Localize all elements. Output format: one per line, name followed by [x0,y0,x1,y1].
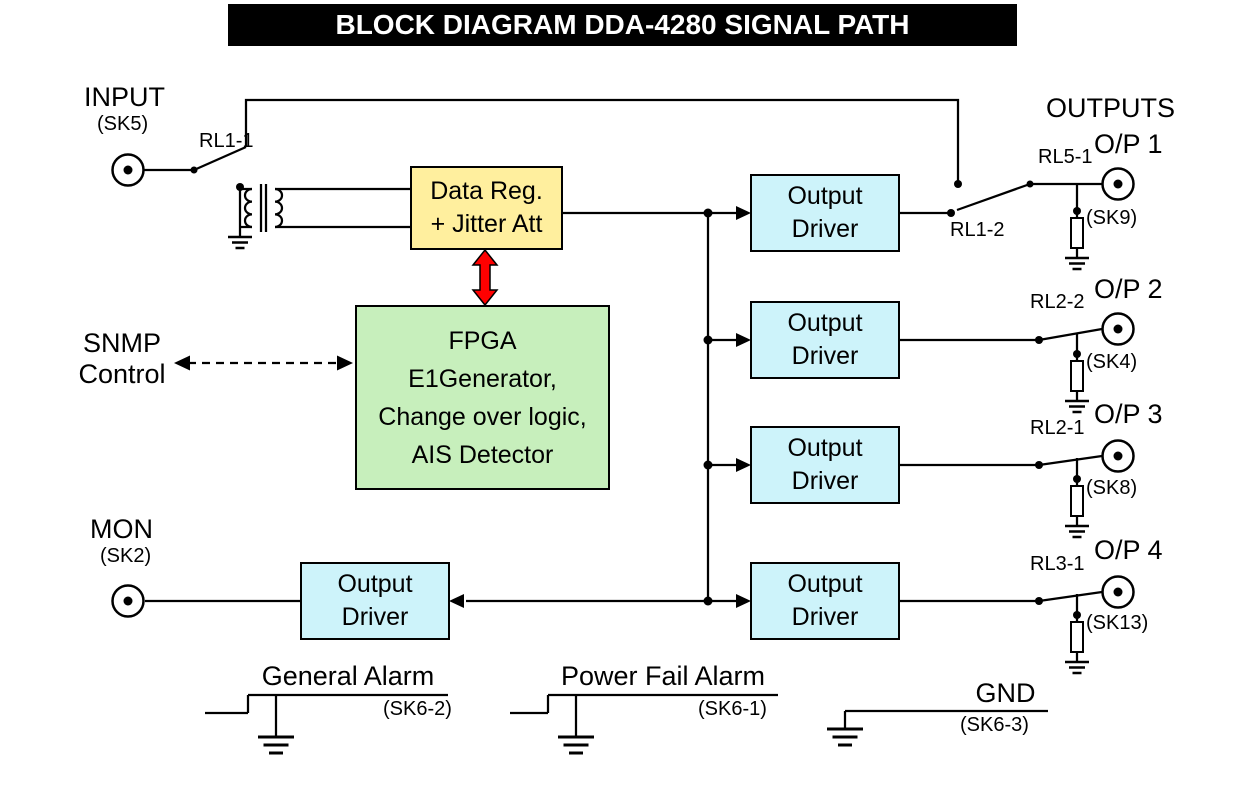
relay-rl1-1-label: RL1-1 [199,130,254,152]
ground-icon [226,235,254,250]
output-driver-line1: Output [787,182,863,210]
relay-rl3-1-label: RL3-1 [1030,553,1085,575]
relay-rl2-2-label: RL2-2 [1030,291,1085,313]
output-driver-block-2: Output Driver [750,301,900,379]
arrowhead [736,206,751,220]
input-bnc-icon [111,153,145,187]
relay-arm-op4 [1038,590,1103,603]
output-driver-block-1: Output Driver [750,174,900,252]
mon-bnc-icon [111,584,145,618]
output-4-connector-label: (SK13) [1086,612,1149,634]
input-connector-label: (SK5) [97,113,149,135]
relay-rl1-2-label: RL1-2 [950,219,1005,241]
output-1-connector-label: (SK9) [1086,207,1138,229]
data-reg-line2: + Jitter Att [430,210,543,238]
snmp-line1: SNMP [82,328,161,358]
fpga-line1: FPGA [448,326,517,355]
fpga-line2: E1Generator, [408,364,557,393]
output-driver-line1: Output [787,570,863,598]
bypass-wire [244,98,960,181]
relay-rl2-1-label: RL2-1 [1030,417,1085,439]
arrowhead [736,458,751,472]
input-label: INPUT [84,82,165,112]
ground-icon [1063,256,1091,271]
output-driver-line2: Driver [791,215,859,243]
output-2-label: O/P 2 [1094,274,1163,304]
output-driver-block-3: Output Driver [750,426,900,504]
fpga-line4: AIS Detector [411,440,554,469]
output-driver-line2: Driver [341,603,409,631]
output-driver-line1: Output [337,570,413,598]
general-alarm-connector-label: (SK6-2) [383,698,452,720]
output-1-bnc-icon [1101,167,1135,201]
termination-resistor-icon [1070,485,1084,517]
mon-label: MON [90,514,153,544]
relay-arm-rl1-1 [193,145,247,172]
output-4-bnc-icon [1101,575,1135,609]
output-driver-block-4: Output Driver [750,562,900,640]
diagram-title: BLOCK DIAGRAM DDA-4280 SIGNAL PATH [228,4,1017,46]
ground-icon [1063,660,1091,675]
output-driver-line1: Output [787,309,863,337]
snmp-control-label: SNMP Control [62,328,182,390]
relay-arm-op3 [1038,454,1103,467]
output-driver-block-mon: Output Driver [300,562,450,640]
isolation-transformer-icon [240,184,284,232]
power-fail-alarm-label: Power Fail Alarm [560,661,766,691]
output-driver-line2: Driver [791,342,859,370]
output-2-connector-label: (SK4) [1086,351,1138,373]
relay-arm-op1 [956,182,1031,212]
termination-resistor-icon [1070,217,1084,249]
ground-icon [256,735,296,755]
ground-icon [1063,399,1091,414]
ground-icon [825,727,865,747]
snmp-line2: Control [78,359,166,389]
termination-resistor-icon [1070,621,1084,653]
gnd-connector-label: (SK6-3) [960,714,1029,736]
general-alarm-label: General Alarm [261,661,435,691]
ground-icon [556,735,596,755]
output-3-bnc-icon [1101,439,1135,473]
output-3-label: O/P 3 [1094,399,1163,429]
output-driver-line2: Driver [791,467,859,495]
outputs-header: OUTPUTS [1046,93,1176,123]
red-bidirectional-arrow [471,248,499,307]
output-4-label: O/P 4 [1094,535,1163,565]
arrowhead [736,333,751,347]
relay-rl5-1-label: RL5-1 [1038,146,1093,168]
fpga-line3: Change over logic, [378,402,587,431]
snmp-dashed-arrow [174,355,353,371]
signal-wires [144,98,1103,737]
relay-arm-op2 [1038,327,1103,342]
termination-resistor-icon [1070,360,1084,392]
gnd-label: GND [975,678,1036,708]
power-fail-alarm-connector-label: (SK6-1) [698,698,767,720]
output-2-bnc-icon [1101,312,1135,346]
output-1-label: O/P 1 [1094,129,1163,159]
output-driver-line1: Output [787,434,863,462]
data-reg-jitter-block: Data Reg. + Jitter Att [410,166,563,250]
output-3-connector-label: (SK8) [1086,477,1138,499]
junction-dots [190,166,1081,619]
mon-connector-label: (SK2) [100,545,152,567]
arrowhead [449,594,464,608]
fpga-block: FPGA E1Generator, Change over logic, AIS… [355,305,610,490]
arrowhead [736,594,751,608]
output-driver-line2: Driver [791,603,859,631]
data-reg-line1: Data Reg. [430,177,543,205]
arrowheads [449,206,751,608]
ground-icon [1063,524,1091,539]
